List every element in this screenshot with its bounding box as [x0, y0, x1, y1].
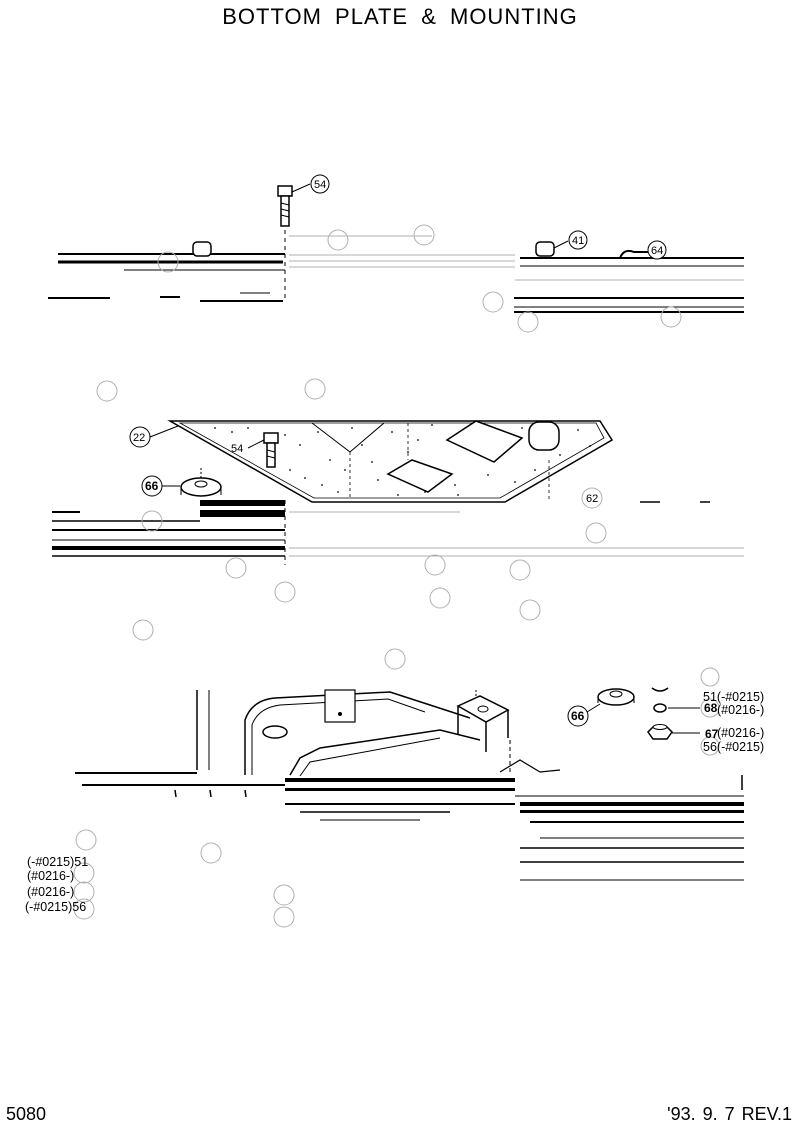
view-3-nut-67: [647, 667, 720, 756]
callout-68-serial: (#0216-): [717, 703, 764, 717]
callout-51-left: (-#0215)51: [27, 855, 88, 869]
callout-51-left-serial: (#0216-): [27, 869, 74, 883]
view-1-cap-left: [192, 241, 212, 257]
callout-56-left: (-#0215)56: [25, 900, 86, 914]
view-2-bottom-plate: [167, 420, 614, 503]
callout-22: 22: [133, 432, 145, 444]
view-1-empty-callouts: [157, 224, 682, 333]
callout-54-mid: 54: [231, 443, 243, 455]
view-3-frame: [196, 689, 561, 777]
revision-date: '93. 9. 7 REV.1: [667, 1104, 792, 1124]
view-1-clip-64: [619, 240, 667, 260]
callout-66-bottom: 66: [571, 709, 585, 723]
page-number: 5080: [6, 1104, 47, 1124]
view-2-callout-62: [581, 487, 603, 509]
callout-67: 67: [705, 727, 719, 741]
callout-56-left-serial: (#0216-): [27, 885, 74, 899]
view-3-empty-callouts: [73, 829, 295, 928]
view-1-cap-41: [535, 230, 588, 257]
view-1-bottom-plate-edge: [48, 230, 744, 313]
view-1-bolt-54: [277, 174, 330, 227]
callout-51-right: 51(-#0215): [703, 690, 764, 704]
callout-66-mid: 66: [145, 479, 159, 493]
callout-62: 62: [586, 493, 598, 505]
view-3-bottom-lines: [75, 772, 744, 881]
callout-56-right: 56(-#0215): [703, 740, 764, 754]
view-2-bolt-54: [247, 432, 279, 468]
view-3-washer-66: [567, 687, 669, 727]
callout-68: 68: [704, 701, 718, 715]
view-2-empty-callouts: [96, 378, 607, 670]
callout-64: 64: [651, 245, 663, 257]
callout-54-top: 54: [314, 179, 326, 191]
callout-67-serial: (#0216-): [717, 726, 764, 740]
page-title: BOTTOM PLATE & MOUNTING: [222, 4, 578, 29]
view-2-washer-66: [141, 468, 222, 497]
callout-41: 41: [572, 235, 584, 247]
view-3-washer-68: [653, 698, 720, 718]
view-2-side-frame: [52, 500, 744, 565]
view-2-callout-22: [129, 425, 179, 448]
